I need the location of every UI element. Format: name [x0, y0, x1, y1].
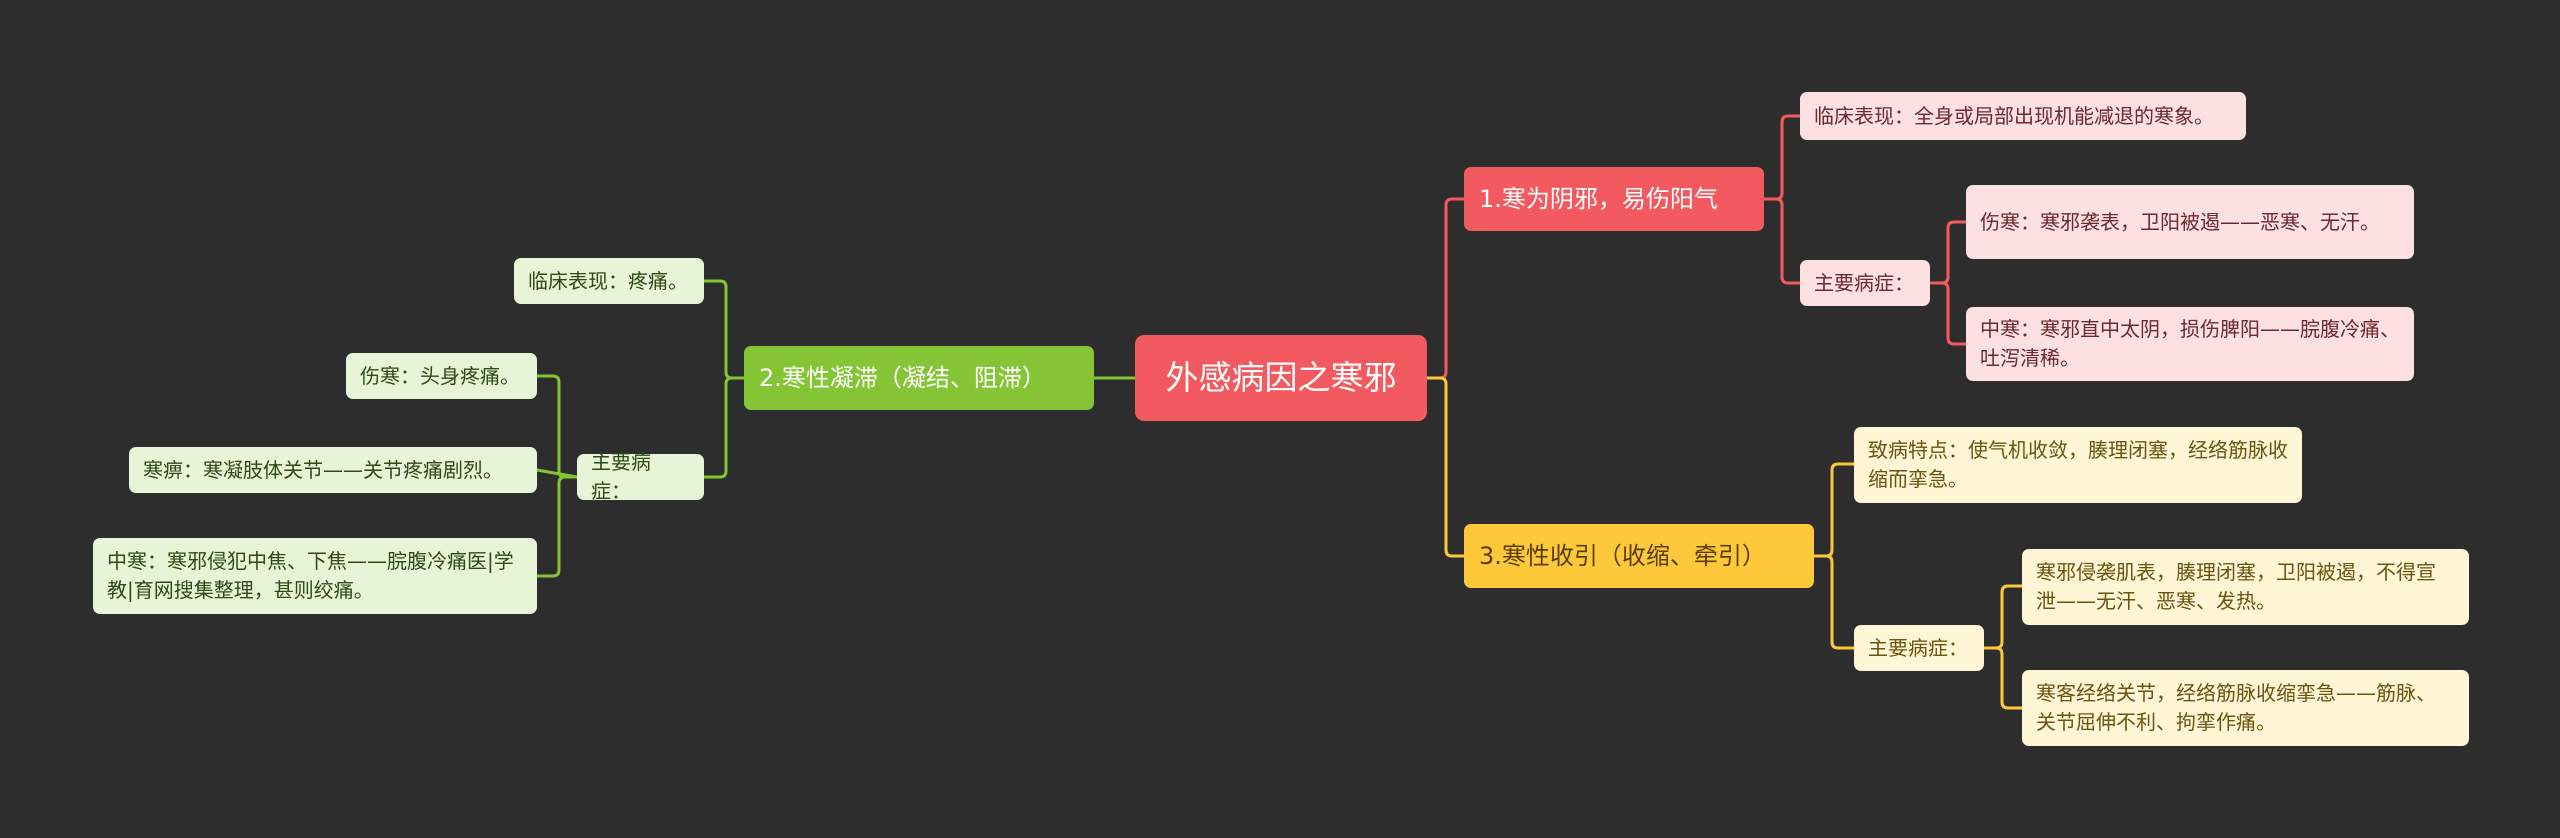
link-branch2-clinical — [704, 279, 744, 380]
root-topic[interactable]: 外感病因之寒邪 — [1135, 335, 1427, 421]
branch1-symptom-zhonghan[interactable]: 中寒：寒邪直中太阴，损伤脾阳——脘腹冷痛、吐泻清稀。 — [1966, 307, 2414, 381]
link-root-branch3 — [1427, 376, 1464, 558]
link-b3sym-1 — [1984, 584, 2022, 650]
branch2-clinical[interactable]: 临床表现：疼痛。 — [514, 258, 704, 304]
branch-cold-yin-evil[interactable]: 1.寒为阴邪，易伤阳气 — [1464, 167, 1764, 231]
link-branch3-features — [1814, 462, 1854, 558]
link-branch1-clinical — [1764, 114, 1800, 201]
link-branch1-symptoms — [1764, 197, 1800, 285]
branch3-features[interactable]: 致病特点：使气机收敛，腠理闭塞，经络筋脉收缩而挛急。 — [1854, 427, 2302, 503]
link-b1sym-1 — [1930, 220, 1966, 285]
link-branch3-symptoms — [1814, 554, 1854, 650]
branch2-symptom-shanghan[interactable]: 伤寒：头身疼痛。 — [346, 353, 537, 399]
branch1-symptom-shanghan[interactable]: 伤寒：寒邪袭表，卫阳被遏——恶寒、无汗。 — [1966, 185, 2414, 259]
branch-cold-contraction[interactable]: 3.寒性收引（收缩、牵引） — [1464, 524, 1814, 588]
branch2-symptom-hanbi[interactable]: 寒痹：寒凝肢体关节——关节疼痛剧烈。 — [129, 447, 537, 493]
link-branch2-symptoms — [704, 376, 744, 479]
branch2-symptoms-label[interactable]: 主要病症： — [577, 450, 704, 503]
branch2-symptom-zhonghan[interactable]: 中寒：寒邪侵犯中焦、下焦——脘腹冷痛医|学教|育网搜集整理，甚则绞痛。 — [93, 538, 537, 614]
link-b2sym-1 — [537, 374, 577, 479]
branch1-clinical[interactable]: 临床表现：全身或局部出现机能减退的寒象。 — [1800, 92, 2246, 140]
branch1-symptoms-label[interactable]: 主要病症： — [1800, 260, 1930, 306]
link-root-branch1 — [1427, 197, 1464, 380]
link-b2sym-3 — [537, 475, 577, 578]
branch3-symptom-exterior[interactable]: 寒邪侵袭肌表，腠理闭塞，卫阳被遏，不得宣泄——无汗、恶寒、发热。 — [2022, 549, 2469, 625]
branch3-symptoms-label[interactable]: 主要病症： — [1854, 625, 1984, 671]
link-b3sym-2 — [1984, 646, 2022, 710]
branch3-symptom-joints[interactable]: 寒客经络关节，经络筋脉收缩挛急——筋脉、关节屈伸不利、拘挛作痛。 — [2022, 670, 2469, 746]
branch-cold-stagnation[interactable]: 2.寒性凝滞（凝结、阻滞） — [744, 346, 1094, 410]
link-b1sym-2 — [1930, 281, 1966, 346]
